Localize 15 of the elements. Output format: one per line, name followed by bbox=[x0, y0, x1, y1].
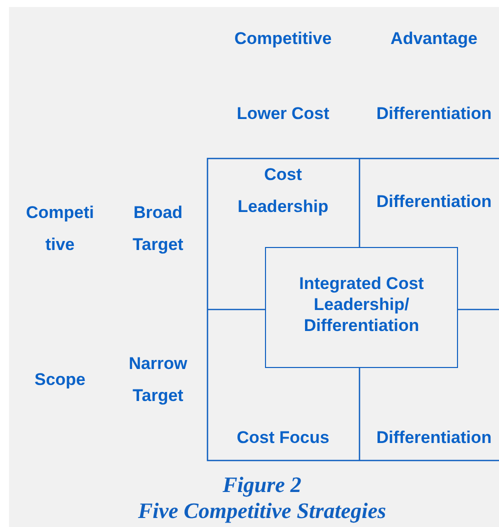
figure-caption: Figure 2 Five Competitive Strategies bbox=[138, 472, 386, 524]
axis-label: Broad Target bbox=[132, 202, 184, 256]
axis-label: Scope bbox=[34, 369, 86, 391]
cell-text: Cost Leadership bbox=[236, 164, 330, 218]
axis-label: Competi tive bbox=[25, 202, 95, 256]
axis-label: Advantage bbox=[390, 28, 478, 50]
cell-text: Integrated Cost Leadership/ Differentiation bbox=[298, 273, 425, 336]
axis-label: Differentiation bbox=[376, 103, 492, 125]
cell-text: Cost Focus bbox=[236, 427, 330, 449]
strategy-box bbox=[265, 247, 458, 368]
cell-text: Differentiation bbox=[375, 427, 493, 449]
axis-label: Narrow Target bbox=[128, 353, 188, 407]
axis-label: Competitive bbox=[234, 28, 332, 50]
axis-label: Lower Cost bbox=[236, 103, 330, 125]
cell-text: Differentiation bbox=[375, 191, 493, 213]
